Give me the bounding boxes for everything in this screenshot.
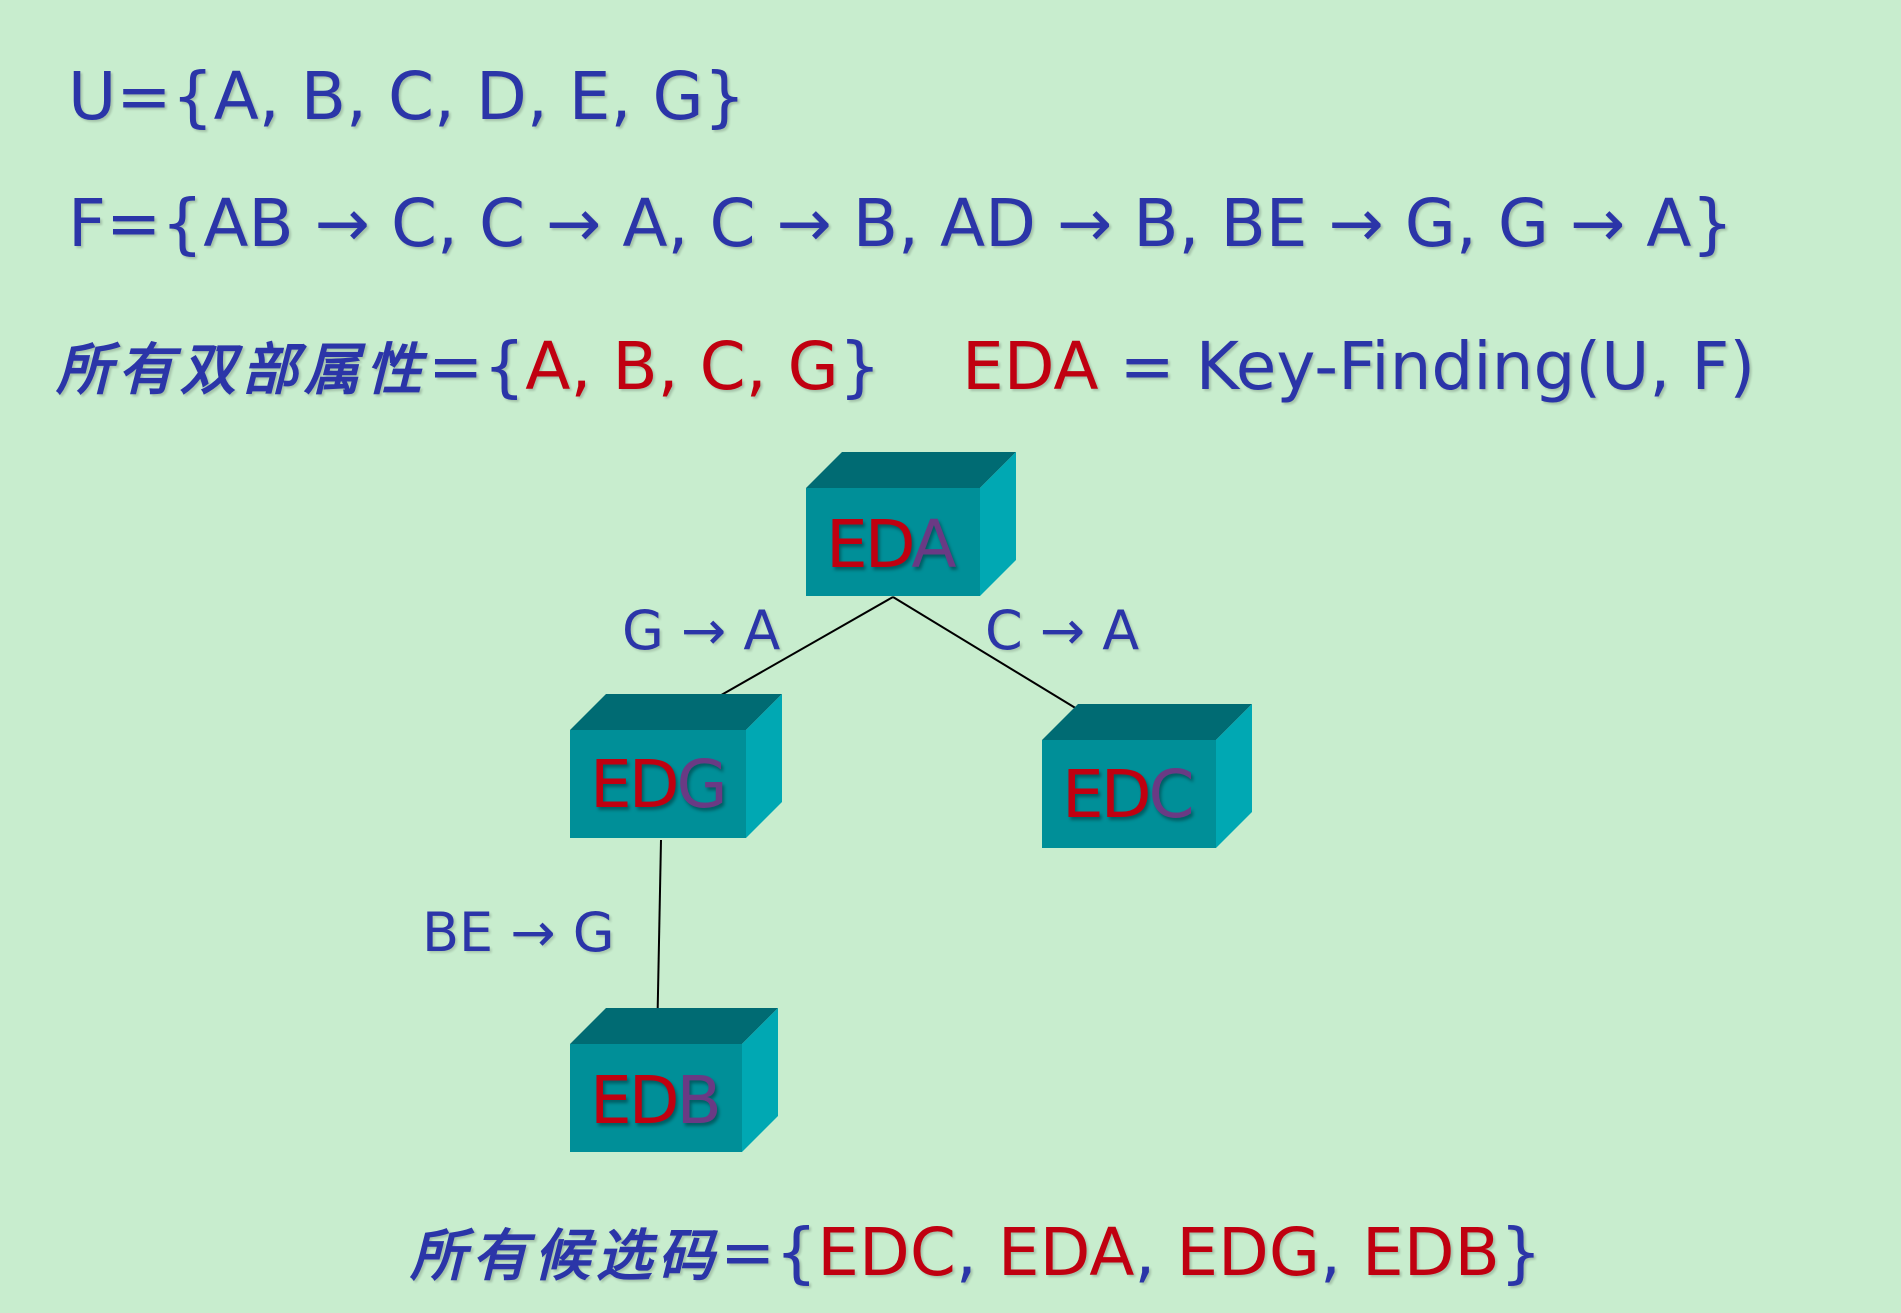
node-box-eda	[806, 452, 1016, 596]
node-edg-suffix: G	[676, 746, 728, 823]
bilateral-label: 所有双部属性	[56, 337, 428, 403]
node-box-top	[570, 694, 782, 730]
boxes-layer	[570, 452, 1252, 1152]
node-box-top	[570, 1008, 778, 1044]
edge-label-be-to-g: BE → G	[422, 901, 615, 964]
node-box-front	[570, 730, 746, 838]
universe-suffix: }	[703, 58, 746, 135]
node-label-eda: EDA	[826, 512, 957, 578]
edge-label-c-to-a: C → A	[985, 599, 1140, 662]
key-finding-rhs: = Key-Finding(U, F)	[1098, 328, 1756, 405]
bilateral-eq-open: ={	[428, 328, 526, 405]
node-label-edc: EDC	[1062, 762, 1195, 828]
fd-set-line: F={AB → C, C → A, C → B, AD → B, BE → G,…	[68, 185, 1734, 262]
candidate-keys-eq-open: ={	[720, 1214, 818, 1291]
node-box-side	[980, 452, 1016, 596]
node-box-edg	[570, 694, 782, 838]
node-box-edb	[570, 1008, 778, 1152]
node-label-edb: EDB	[590, 1068, 722, 1134]
node-box-front	[1042, 740, 1216, 848]
node-eda-prefix: ED	[826, 506, 914, 583]
node-box-top	[1042, 704, 1252, 740]
key-finding-lhs: EDA	[962, 328, 1099, 405]
node-box-front	[570, 1044, 742, 1152]
node-label-edg: EDG	[590, 752, 728, 818]
node-box-edc	[1042, 704, 1252, 848]
bilateral-values: A, B, C, G	[525, 328, 839, 405]
candidate-key-separator: ,	[1320, 1214, 1362, 1291]
candidate-key-separator: ,	[955, 1214, 998, 1291]
candidate-keys-list: EDC, EDA, EDG, EDB	[817, 1214, 1500, 1291]
node-box-top	[806, 452, 1016, 488]
candidate-keys-line: 所有候选码={EDC, EDA, EDG, EDB}	[410, 1220, 1542, 1286]
universe-items: A, B, C, D, E, G	[213, 58, 704, 135]
key-finding-line: EDA = Key-Finding(U, F)	[962, 334, 1755, 400]
candidate-key-edc: EDC	[817, 1214, 956, 1291]
node-edc-suffix: C	[1148, 756, 1195, 833]
edge-label-g-to-a: G → A	[622, 599, 781, 662]
candidate-key-edb: EDB	[1362, 1214, 1500, 1291]
node-edc-prefix: ED	[1062, 756, 1152, 833]
universe-line: U={A, B, C, D, E, G}	[68, 64, 746, 130]
bilateral-close: }	[838, 328, 881, 405]
node-box-front	[806, 488, 980, 596]
node-edb-prefix: ED	[590, 1062, 680, 1139]
candidate-key-edg: EDG	[1176, 1214, 1321, 1291]
universe-prefix: U={	[68, 58, 214, 135]
node-box-side	[746, 694, 782, 838]
candidate-key-eda: EDA	[997, 1214, 1135, 1291]
node-edg-prefix: ED	[590, 746, 680, 823]
candidate-keys-label: 所有候选码	[410, 1223, 720, 1289]
bilateral-line: 所有双部属性={A, B, C, G}	[56, 334, 881, 400]
node-eda-suffix: A	[911, 506, 956, 583]
node-box-side	[742, 1008, 778, 1152]
candidate-keys-close: }	[1499, 1214, 1542, 1291]
candidate-key-separator: ,	[1134, 1214, 1177, 1291]
node-box-side	[1216, 704, 1252, 848]
node-edb-suffix: B	[676, 1062, 722, 1139]
